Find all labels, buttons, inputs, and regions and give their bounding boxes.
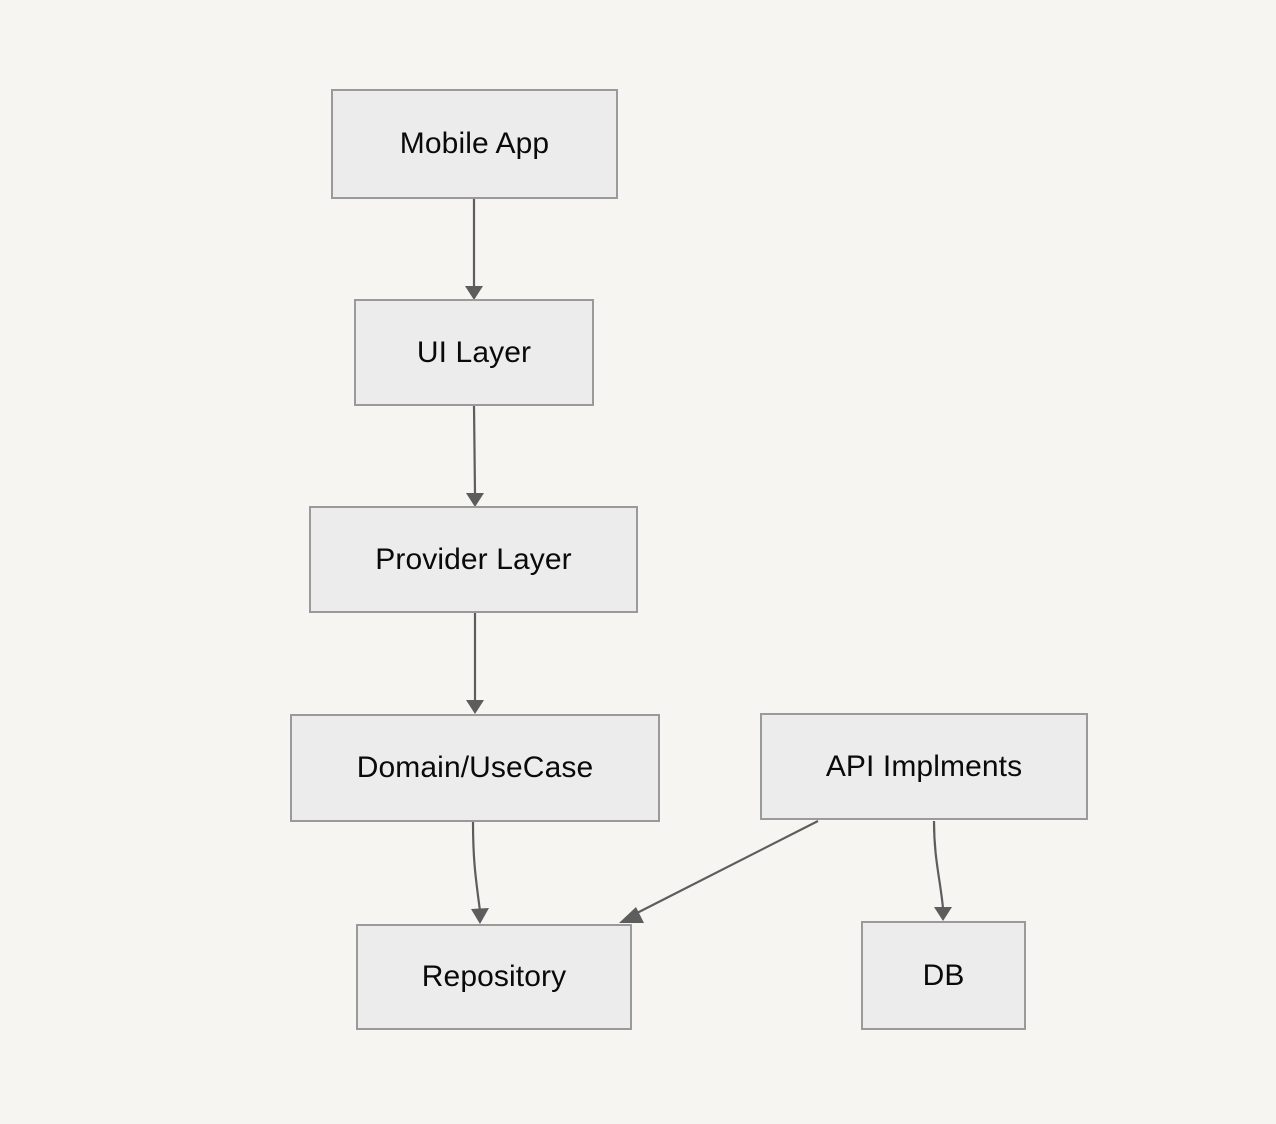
node-label-provider-layer: Provider Layer [375, 542, 572, 576]
node-label-domain-usecase: Domain/UseCase [356, 751, 594, 784]
node-label-mobile-app: Mobile App [399, 127, 550, 160]
edge-domain-usecase-to-repository [471, 821, 489, 924]
edge-provider-layer-to-domain-usecase [466, 613, 484, 714]
node-label-repository: Repository [421, 960, 567, 993]
edge-api-implments-to-db [932, 820, 952, 921]
edge-ui-layer-to-provider-layer [466, 405, 484, 507]
edge-api-implments-to-repository [619, 820, 819, 923]
node-label-api-implments: API Implments [825, 749, 1023, 783]
node-db[interactable]: DB [861, 921, 1026, 1030]
node-provider-layer[interactable]: Provider Layer [309, 506, 638, 613]
node-api-implments[interactable]: API Implments [760, 713, 1088, 820]
node-ui-layer[interactable]: UI Layer [354, 299, 594, 406]
node-repository[interactable]: Repository [356, 924, 632, 1030]
node-domain-usecase[interactable]: Domain/UseCase [290, 714, 660, 822]
node-label-ui-layer: UI Layer [416, 335, 532, 369]
edge-mobile-app-to-ui-layer [465, 199, 483, 300]
node-mobile-app[interactable]: Mobile App [331, 89, 618, 199]
node-label-db: DB [922, 958, 965, 992]
